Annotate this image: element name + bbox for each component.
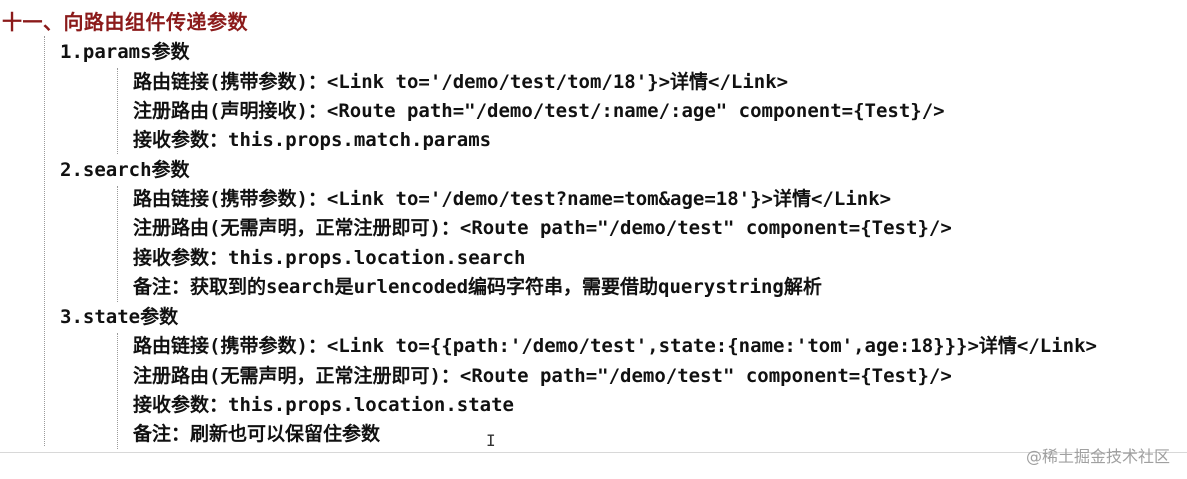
bottom-divider — [0, 452, 1187, 453]
watermark-text: @稀土掘金技术社区 — [1025, 447, 1170, 466]
params-route-line: 注册路由(声明接收)：<Route path="/demo/test/:name… — [133, 100, 945, 122]
indent-guide-outer — [44, 36, 45, 446]
search-route-line: 注册路由(无需声明，正常注册即可)：<Route path="/demo/tes… — [133, 217, 952, 239]
section-heading-search: 2.search参数 — [60, 159, 190, 181]
search-receive-line: 接收参数：this.props.location.search — [133, 247, 526, 269]
search-link-line: 路由链接(携带参数)：<Link to='/demo/test?name=tom… — [133, 188, 892, 210]
state-route-line: 注册路由(无需声明，正常注册即可)：<Route path="/demo/tes… — [133, 365, 952, 387]
state-link-line: 路由链接(携带参数)：<Link to={{path:'/demo/test',… — [133, 335, 1097, 357]
state-receive-line: 接收参数：this.props.location.state — [133, 394, 514, 416]
section-heading-params: 1.params参数 — [60, 41, 190, 63]
params-receive-line: 接收参数：this.props.match.params — [133, 129, 492, 151]
indent-guide-section-1 — [117, 68, 118, 154]
text-cursor-icon: I — [486, 431, 496, 450]
indent-guide-section-2 — [117, 186, 118, 302]
params-link-line: 路由链接(携带参数)：<Link to='/demo/test/tom/18'}… — [133, 71, 789, 93]
state-note-line: 备注：刷新也可以保留住参数 — [133, 423, 381, 445]
page-title: 十一、向路由组件传递参数 — [2, 10, 248, 34]
indent-guide-section-3 — [117, 333, 118, 449]
section-heading-state: 3.state参数 — [60, 306, 179, 328]
search-note-line: 备注：获取到的search是urlencoded编码字符串，需要借助querys… — [133, 276, 822, 298]
